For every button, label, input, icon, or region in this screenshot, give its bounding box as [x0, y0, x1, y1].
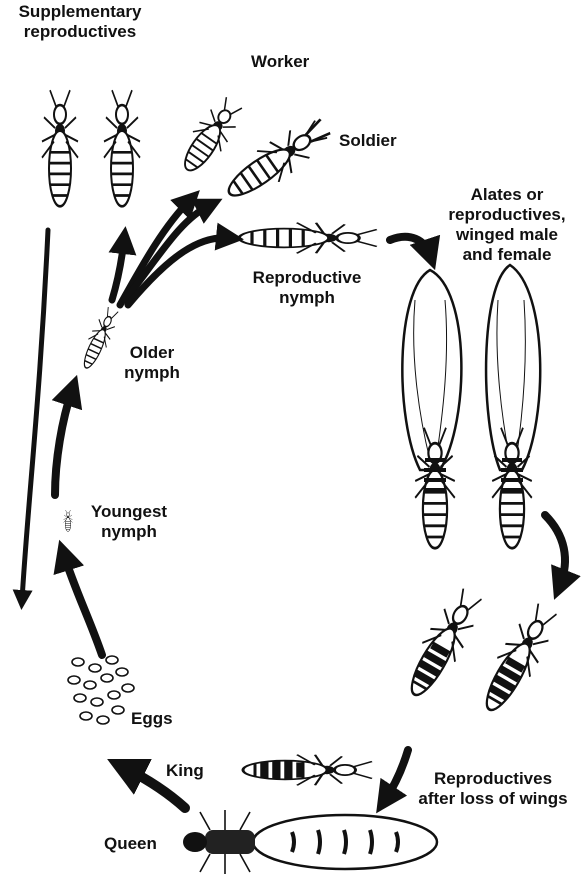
alate-winged-right [486, 265, 540, 548]
arrow-youngest-to-older-nymph [55, 390, 72, 495]
label-dealates-line2: after loss of wings [404, 789, 582, 809]
label-youngest-nymph-line2: nymph [79, 522, 179, 542]
label-supplementary-line1: Supplementary [5, 2, 155, 22]
supplementary-reproductive-left [42, 90, 78, 206]
older-nymph-termite [77, 305, 122, 372]
arrow-supplementary-to-eggs [22, 230, 48, 600]
label-alates-line3: winged male [437, 225, 577, 245]
label-alates: Alates or reproductives, winged male and… [437, 185, 577, 265]
arrow-older-nymph-to-soldier [125, 205, 210, 300]
arrow-older-nymph-to-supplementary [112, 240, 124, 300]
arrow-alates-to-dealates [545, 515, 565, 585]
label-supplementary-line2: reproductives [5, 22, 155, 42]
soldier-termite [219, 111, 337, 209]
label-reproductive-nymph: Reproductive nymph [237, 268, 377, 308]
label-older-nymph-line2: nymph [117, 363, 187, 383]
queen-termite [183, 810, 437, 874]
dealate-reproductive-left [398, 584, 489, 703]
label-repro-nymph-line1: Reproductive [237, 268, 377, 288]
youngest-nymph-termite [64, 510, 73, 532]
label-supplementary-reproductives: Supplementary reproductives [5, 2, 155, 42]
label-reproductives-after-loss-of-wings: Reproductives after loss of wings [404, 769, 582, 809]
label-youngest-nymph-line1: Youngest [79, 502, 179, 522]
arrow-eggs-to-youngest-nymph [64, 555, 102, 655]
reproductive-nymph-termite [239, 223, 377, 254]
label-soldier: Soldier [339, 131, 397, 151]
king-termite [243, 755, 372, 786]
worker-termite [173, 93, 248, 180]
label-alates-line1: Alates or [437, 185, 577, 205]
label-older-nymph: Older nymph [117, 343, 187, 383]
label-worker: Worker [251, 52, 309, 72]
label-queen: Queen [104, 834, 157, 854]
supplementary-reproductive-right [104, 90, 140, 206]
label-king: King [166, 761, 204, 781]
eggs-cluster [68, 656, 134, 724]
arrow-repro-nymph-to-alates [390, 237, 430, 255]
alate-winged-left [402, 270, 461, 548]
label-alates-line2: reproductives, [437, 205, 577, 225]
label-older-nymph-line1: Older [117, 343, 187, 363]
label-eggs: Eggs [131, 709, 173, 729]
label-alates-line4: and female [437, 245, 577, 265]
label-repro-nymph-line2: nymph [237, 288, 377, 308]
label-youngest-nymph: Youngest nymph [79, 502, 179, 542]
label-dealates-line1: Reproductives [404, 769, 582, 789]
dealate-reproductive-right [473, 599, 564, 718]
